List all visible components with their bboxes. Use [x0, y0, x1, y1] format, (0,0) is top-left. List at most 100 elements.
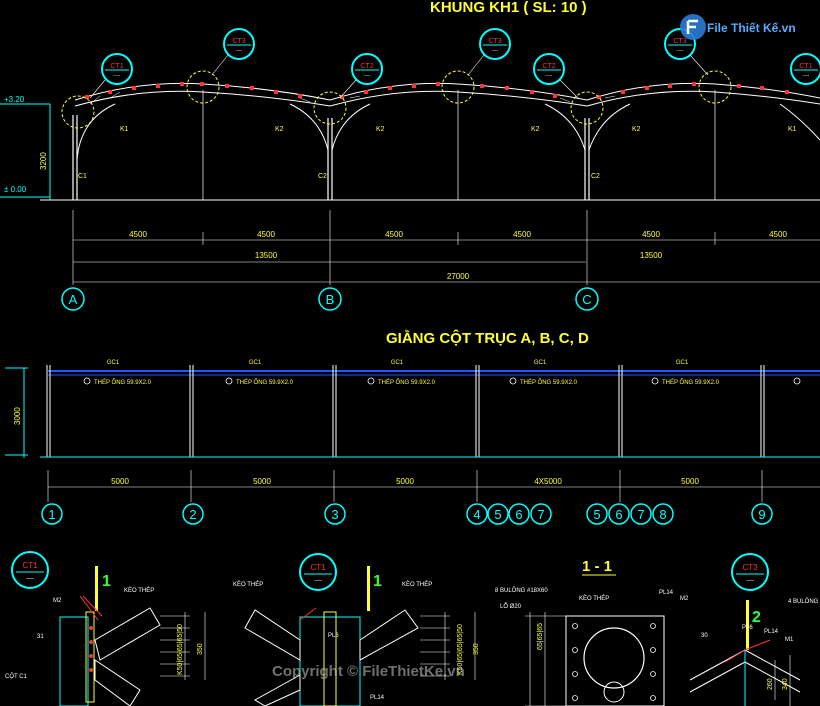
svg-text:CT1: CT1: [799, 63, 812, 70]
watermark-logo: File Thiết Kế.vn: [680, 14, 796, 40]
member-k2-3: K2: [531, 126, 540, 133]
sec11-pl14: PL14: [659, 590, 674, 596]
pipe-label-2: THÉP ỐNG 59.9X2.0: [236, 379, 294, 386]
sec11-dims: 65|65|65: [537, 623, 544, 650]
ct2-d2: 340: [782, 678, 789, 690]
detail-ct2: CT3 ---- 2 4 BULÔNG PL6 PL14 30 M1 260 3…: [689, 553, 819, 706]
svg-text:CT3: CT3: [232, 38, 245, 45]
callout-ct2-2: CT2 ----: [533, 53, 579, 99]
grid-5b: 5: [593, 507, 600, 522]
svg-text:CT3: CT3: [673, 38, 686, 45]
grid-7b: 7: [637, 507, 644, 522]
sec11-title: 1 - 1: [582, 558, 612, 575]
ct2-pl6: PL6: [742, 625, 753, 631]
grid-7a: 7: [537, 507, 544, 522]
ct1-s1: 31: [37, 634, 44, 640]
bay-dim-3: 5000: [396, 477, 414, 486]
ct2-bolts: 4 BULÔNG: [788, 598, 819, 605]
ct1-height: 350: [197, 643, 204, 655]
bay-dim-4: 4X5000: [534, 477, 562, 486]
span-dim-3: 4500: [385, 230, 403, 239]
callout-ct2-1: CT2 ----: [339, 53, 383, 99]
svg-text:GC1: GC1: [107, 360, 120, 366]
span-dim-1: 4500: [129, 230, 147, 239]
ct1-m2: M2: [53, 598, 62, 604]
span-dim-6: 4500: [769, 230, 787, 239]
member-c2-2: C2: [591, 173, 600, 180]
svg-text:----: ----: [803, 73, 810, 79]
ct1-section: 1: [102, 573, 111, 590]
span-dim-2: 4500: [257, 230, 275, 239]
logo-text: File Thiết Kế.vn: [707, 21, 796, 35]
svg-text:----: ----: [492, 48, 499, 54]
grid-8: 8: [659, 507, 666, 522]
sec11-hole: LỖ Ø20: [500, 603, 522, 610]
frame-height-dim: 3200: [39, 152, 48, 170]
member-k1-right: K1: [788, 126, 797, 133]
axis-b: B: [326, 292, 335, 307]
svg-text:----: ----: [677, 48, 684, 54]
half-dim-2: 13500: [640, 251, 663, 260]
grid-2: 2: [189, 507, 196, 522]
frame-title: KHUNG KH1 ( SL: 10 ): [430, 0, 587, 16]
bay-dim-2: 5000: [253, 477, 271, 486]
svg-text:----: ----: [746, 578, 754, 584]
sec11-m2: M2: [680, 596, 689, 602]
grid-1: 1: [48, 507, 55, 522]
callout-ct3-1: CT3 ----: [211, 28, 255, 76]
bracing-title: GIẰNG CỘT TRỤC A, B, C, D: [386, 329, 589, 347]
svg-text:GC1: GC1: [249, 360, 262, 366]
callout-ct1-left: CT1 ----: [89, 53, 133, 99]
svg-text:CT2: CT2: [360, 63, 373, 70]
half-dim-1: 13500: [255, 251, 278, 260]
span-dim-5: 4500: [642, 230, 660, 239]
member-c1: C1: [78, 173, 87, 180]
member-k1-left: K1: [120, 126, 129, 133]
member-c2-1: C2: [318, 173, 327, 180]
level-top-label: +3.20: [4, 95, 25, 104]
pipe-label-3: THÉP ỐNG 59.9X2.0: [378, 379, 436, 386]
svg-text:GC1: GC1: [391, 360, 404, 366]
ct3-tag: CT1: [310, 563, 326, 572]
ct2-s: 30: [701, 633, 708, 639]
ct3-kep-left: KÈO THÉP: [233, 581, 263, 588]
svg-text:CT1: CT1: [110, 63, 123, 70]
sec11-kep: KÈO THÉP: [579, 595, 609, 602]
ct1-kep: KÈO THÉP: [124, 587, 154, 594]
frame-axes: A B C: [61, 287, 599, 311]
ct1-dims: K50|65|65|65|50: [177, 624, 184, 675]
ct3-pl6: PL6: [328, 633, 339, 639]
frame-callouts: CT1 ---- CT3 ---- CT2 ---- CT: [89, 28, 820, 99]
svg-text:GC1: GC1: [534, 360, 547, 366]
pipe-label-4: THÉP ỐNG 59.9X2.0: [520, 379, 578, 386]
svg-text:----: ----: [114, 73, 121, 79]
bracing-elevation: GIẰNG CỘT TRỤC A, B, C, D 3000 GC1 GC1 G…: [5, 329, 820, 525]
bay-dim-5: 5000: [681, 477, 699, 486]
frame-kh1: KHUNG KH1 ( SL: 10 ) +3.20 ± 0.00 3200: [0, 0, 820, 311]
axis-c: C: [582, 292, 591, 307]
member-k2-4: K2: [632, 126, 641, 133]
detail-ct3: CT1 ---- 1 KÈO THÉP KÈO THÉP PL6 PL14 K5…: [233, 553, 480, 706]
grid-5a: 5: [494, 507, 501, 522]
bay-dim-1: 5000: [111, 477, 129, 486]
bracing-columns: [46, 365, 765, 457]
section-1-1: 1 - 1 8 BULÔNG #18X60 LỖ Ø20 KÈO THÉP PL…: [495, 558, 689, 706]
ct2-tag: CT3: [742, 563, 758, 572]
frame-dimensions: [72, 210, 820, 285]
grid-3: 3: [331, 507, 338, 522]
member-k2-1: K2: [275, 126, 284, 133]
svg-text:CT3: CT3: [488, 38, 501, 45]
svg-text:----: ----: [26, 576, 34, 582]
bracing-grid-bubbles: 1 2 3 4 5 6 7 5 6 7 8 9: [41, 503, 773, 525]
grid-6a: 6: [515, 507, 522, 522]
roof-trusses: [74, 82, 820, 161]
ct2-m: M1: [785, 637, 794, 643]
ct1-col: CỘT C1: [5, 673, 28, 680]
svg-text:GC1: GC1: [676, 360, 689, 366]
grid-6b: 6: [615, 507, 622, 522]
svg-text:----: ----: [314, 578, 322, 584]
ct3-pl14: PL14: [370, 695, 385, 701]
ct3-kep-right: KÈO THÉP: [402, 581, 432, 588]
ct2-d1: 260: [767, 678, 774, 690]
